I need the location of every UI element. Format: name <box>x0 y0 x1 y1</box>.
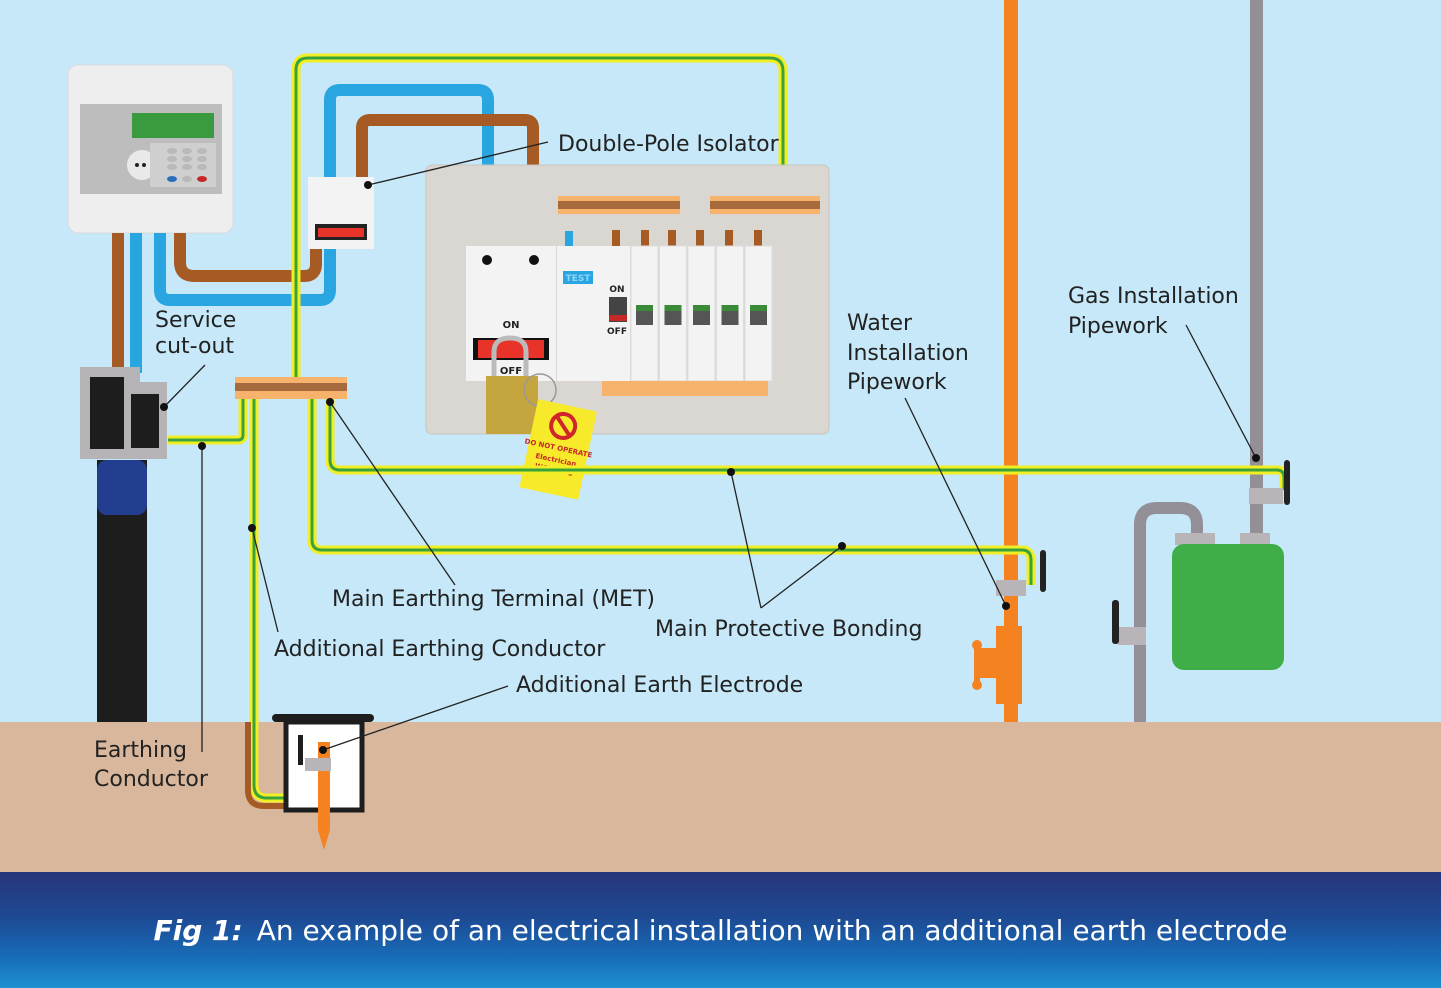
svg-text:Pipework: Pipework <box>847 370 947 395</box>
svg-text:Pipework: Pipework <box>1068 314 1168 339</box>
gas-bonding-clamp <box>1249 488 1283 504</box>
label-double-pole-isolator: Double-Pole Isolator <box>558 132 780 157</box>
earth-wire <box>310 395 1033 585</box>
label-additional-earth-electrode: Additional Earth Electrode <box>516 673 803 698</box>
svg-text:TEST: TEST <box>566 274 592 284</box>
svg-text:Conductor: Conductor <box>94 767 209 792</box>
label-service-cutout: Service <box>155 308 236 333</box>
caption-prefix: Fig 1: <box>153 913 243 947</box>
earth-wire <box>328 395 1286 490</box>
meter-tail-neutral <box>130 233 142 373</box>
isolator-switch[interactable] <box>318 228 364 237</box>
mcb-group <box>630 245 773 382</box>
gas-pipe <box>1250 0 1263 545</box>
figure-caption: Fig 1: An example of an electrical insta… <box>0 872 1441 988</box>
rcd-test-button[interactable] <box>563 271 593 284</box>
label-main-protective-bonding: Main Protective Bonding <box>655 617 922 642</box>
svg-text:cut-out: cut-out <box>155 334 234 359</box>
water-pipe <box>1004 0 1018 722</box>
gas-meter-inlet-pipe <box>1134 502 1203 722</box>
svg-text:OFF: OFF <box>607 327 627 337</box>
svg-text:Installation: Installation <box>847 341 969 366</box>
main-switch-off-label: OFF <box>500 366 522 377</box>
tail-live-to-isolator <box>174 233 322 282</box>
meter-tail-live <box>112 233 124 373</box>
leader-lines <box>163 141 1257 752</box>
meter-display <box>132 113 214 138</box>
busbar <box>602 381 768 396</box>
gas-meter <box>1172 544 1284 670</box>
earth-wire <box>168 395 248 445</box>
earth-wire <box>168 395 245 442</box>
caption-text: An example of an electrical installation… <box>256 913 1288 947</box>
main-switch[interactable] <box>466 246 556 381</box>
padlock <box>486 376 538 434</box>
main-switch-toggle[interactable] <box>478 340 544 358</box>
water-stopcock <box>996 626 1022 704</box>
water-bonding-clamp <box>996 580 1026 596</box>
label-water-pipework: Water <box>847 311 913 336</box>
label-additional-earthing-conductor: Additional Earthing Conductor <box>274 637 606 662</box>
main-switch-on-label: ON <box>503 320 520 331</box>
svg-text:ON: ON <box>609 285 624 295</box>
tail-neutral-to-isolator <box>154 233 336 306</box>
ground <box>0 722 1441 872</box>
label-earthing-conductor: Earthing <box>94 738 187 763</box>
label-met: Main Earthing Terminal (MET) <box>332 587 655 612</box>
label-gas-pipework: Gas Installation <box>1068 284 1239 309</box>
gas-valve-handle <box>1112 600 1119 644</box>
